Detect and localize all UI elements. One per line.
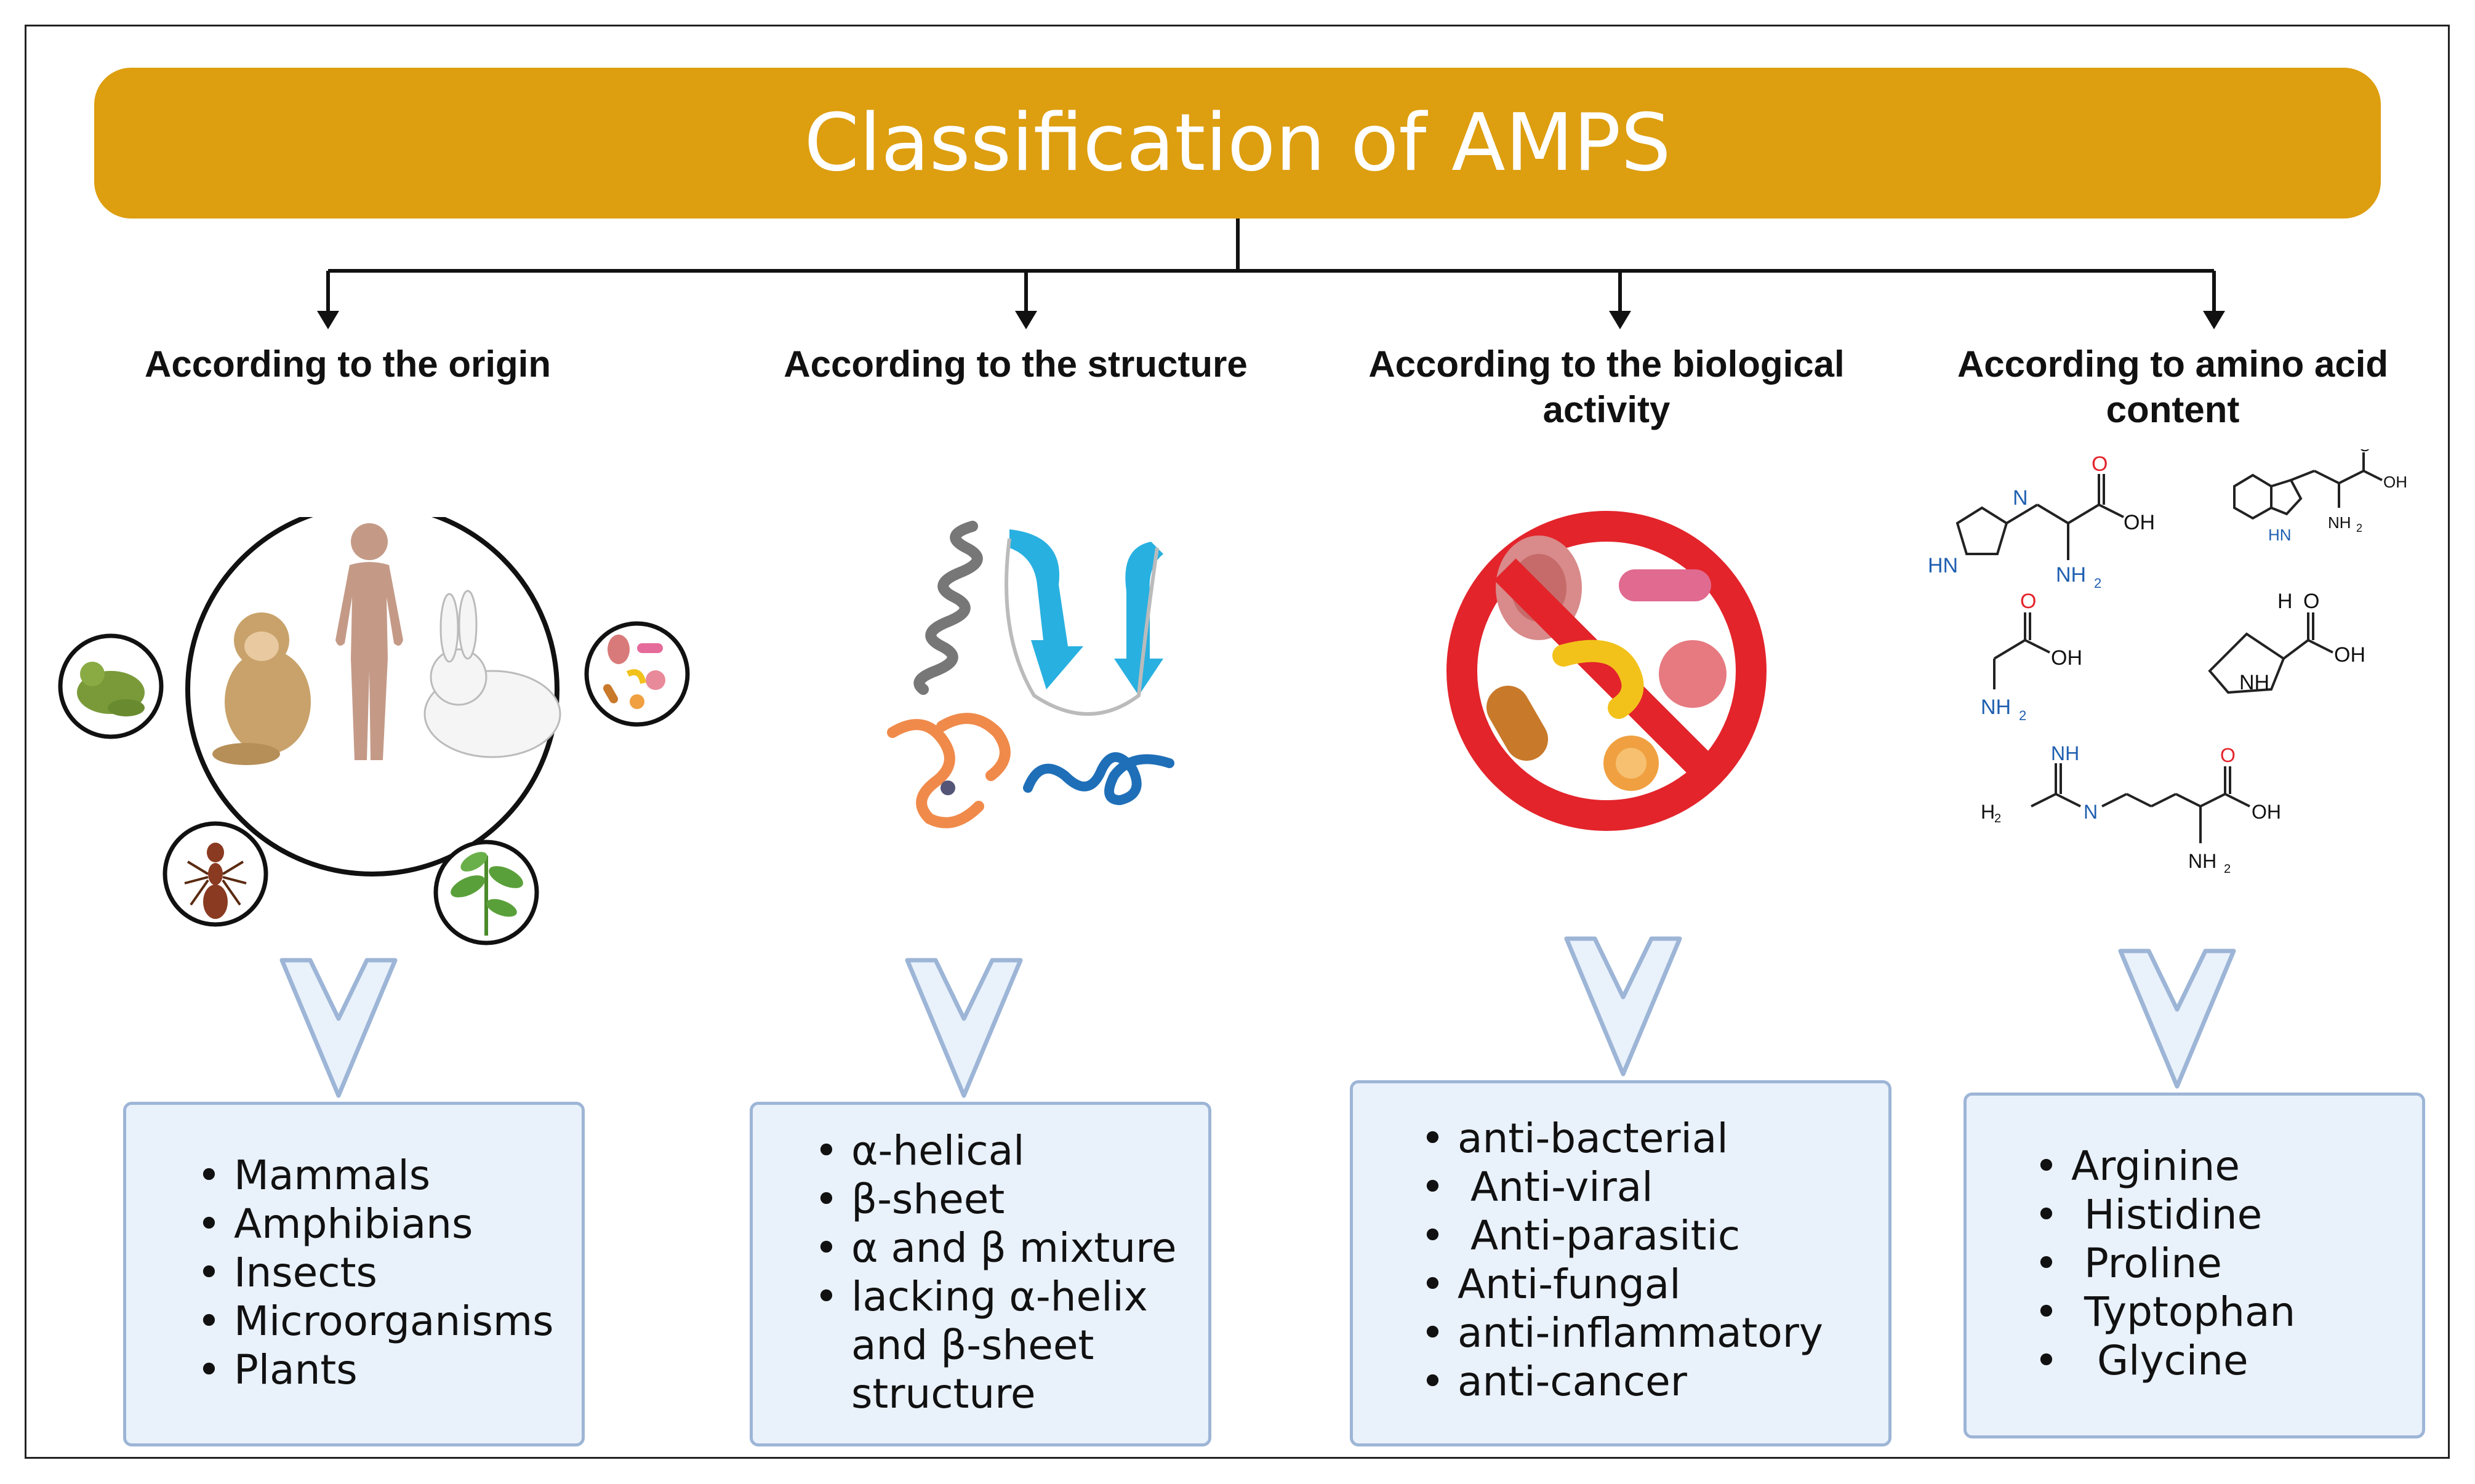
arg-h2n-label: H [1981,801,1995,823]
arg-nh2-label: NH [2188,850,2216,872]
trp-nh2-sub: 2 [2356,522,2362,534]
activity-list: anti-bacterial Anti-viral Anti-parasitic… [1408,1114,1888,1406]
gly-oh-label: OH [2051,646,2082,670]
trp-nh2-label: NH [2328,513,2351,532]
activity-list-box: anti-bacterial Anti-viral Anti-parasitic… [1350,1080,1891,1446]
gly-nh2-label: NH [1981,696,2011,719]
proline-structure [2208,612,2333,694]
list-item: Anti-parasitic [1408,1211,1888,1260]
his-oh-label: OH [2124,511,2155,534]
gly-o-label: O [2020,590,2036,613]
diagram-title: Classification of AMPS [804,97,1671,189]
glycine-structure [1993,612,2050,689]
origin-list-box: Mammals Amphibians Insects Microorganism… [123,1102,585,1446]
plant-icon [451,852,523,936]
arginine-structure [2031,763,2250,843]
list-item: β-sheet [802,1175,1208,1224]
pro-h-label: H [2277,590,2293,613]
chevron-2 [905,958,1023,1098]
chevron-4 [2118,949,2236,1089]
list-item: anti-bacterial [1408,1114,1888,1163]
origin-illustration [58,517,690,945]
his-nh2-label: NH [2056,563,2086,587]
structure-illustration [887,521,1174,828]
heading-structure: According to the structure [784,343,1248,385]
tryptophan-structure [2233,452,2383,520]
alpha-helix-icon [913,521,983,695]
his-n-label: N [2013,486,2028,510]
chevron-1 [279,958,398,1098]
his-nh2-sub: 2 [2094,576,2101,591]
prohibition-bar [1494,558,1719,784]
arrow-head-3 [1609,311,1631,329]
list-item: Typtophan [2022,1288,2422,1336]
list-item: Microorganisms [185,1297,582,1346]
arg-o-label: O [2220,744,2236,766]
pro-o-label: O [2303,590,2319,613]
list-item: anti-cancer [1408,1357,1888,1406]
arg-n-label: N [2084,801,2098,823]
heading-amino-acid: According to amino acid content [1957,343,2389,430]
trp-hn-label: HN [2268,526,2292,544]
activity-illustration [1446,511,1767,831]
arg-nh2-sub: 2 [2224,862,2231,876]
list-item: Arginine [2022,1142,2422,1190]
list-item: Plants [185,1346,582,1394]
arrow-head-4 [2203,311,2225,329]
amino-acid-structures: N HN O OH NH 2 HN O OH NH 2 O OH NH 2 H … [1928,449,2407,876]
diagram-frame [25,25,2450,1459]
heading-origin: According to the origin [145,343,551,385]
list-item: Proline [2022,1239,2422,1288]
amino-acid-list-box: Arginine Histidine Proline Typtophan Gly… [1964,1093,2425,1438]
microbes-icon [603,635,665,709]
list-item: α and β mixture [802,1224,1208,1272]
bacterium-yellow-icon [1552,640,1644,719]
origin-list: Mammals Amphibians Insects Microorganism… [185,1151,582,1394]
gly-nh2-sub: 2 [2019,708,2026,723]
pro-nh-label: NH [2239,671,2269,694]
trp-o-label: O [2359,449,2371,455]
his-hn-label: HN [1928,554,1958,577]
amino-acid-list: Arginine Histidine Proline Typtophan Gly… [2022,1142,2422,1385]
trp-oh-label: OH [2383,473,2407,491]
list-item: anti-inflammatory [1408,1309,1888,1357]
pro-oh-label: OH [2334,643,2365,667]
title-bar: Classification of AMPS [94,68,2381,219]
arg-nh-label: NH [2051,742,2079,764]
histidine-structure [1956,474,2124,560]
chevron-3 [1564,936,1682,1077]
list-item: Amphibians [185,1200,582,1248]
monkey-icon [212,612,311,765]
heading-biological-activity: According to the biological activity [1368,343,1845,430]
mixed-fold-icon [887,713,1011,828]
list-item: α-helical [802,1126,1208,1175]
human-icon [335,523,403,760]
ant-icon [184,843,247,919]
list-item: Anti-viral [1408,1163,1888,1211]
random-coil-icon [1023,752,1174,806]
structure-list: α-helical β-sheet α and β mixture lackin… [802,1126,1208,1418]
beta-sheet-icon [1005,529,1163,716]
list-item: Histidine [2022,1190,2422,1239]
arg-oh-label: OH [2252,801,2281,823]
rabbit-icon [423,590,561,758]
his-o-label: O [2092,452,2108,476]
list-item: Mammals [185,1151,582,1200]
structure-list-box: α-helical β-sheet α and β mixture lackin… [750,1102,1211,1446]
arrow-head-1 [317,311,339,329]
arg-h2n-sub: 2 [1994,812,2001,825]
list-item: Insects [185,1248,582,1297]
list-item: lacking α-helix and β-sheet structure [802,1272,1208,1418]
list-item: Glycine [2022,1336,2422,1385]
list-item: Anti-fungal [1408,1260,1888,1309]
arrow-head-2 [1015,311,1037,329]
frog-icon [77,662,145,716]
